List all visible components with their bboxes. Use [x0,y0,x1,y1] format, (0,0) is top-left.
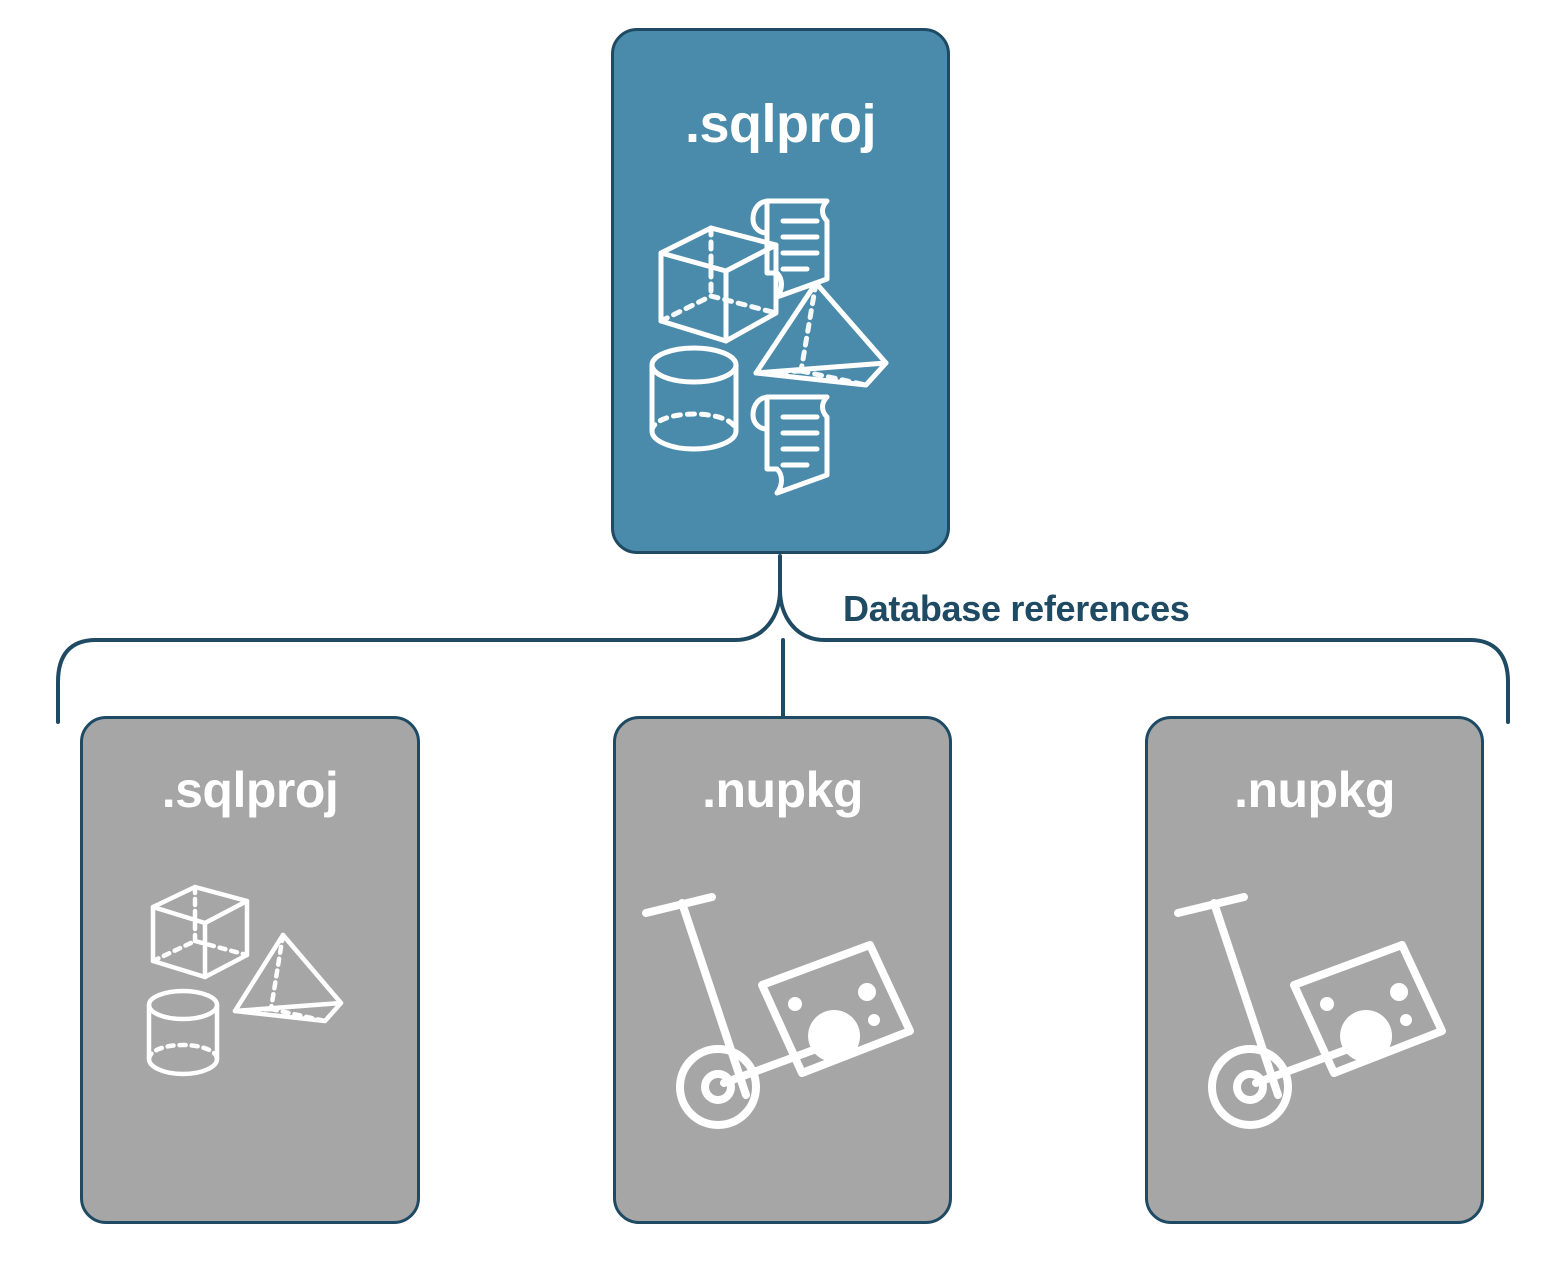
node-artwork-reference-2 [616,819,949,1221]
cube-icon [150,884,250,980]
node-artwork-root [614,155,947,551]
pyramid-icon [753,280,888,388]
node-artwork-reference-3 [1148,819,1481,1221]
node-reference-nupkg-2[interactable]: .nupkg [1145,716,1484,1224]
node-sqlproj-root[interactable]: .sqlproj [611,28,950,554]
node-title: .nupkg [702,762,863,818]
scroll-icon-top [750,198,829,300]
hand-truck-package-icon [641,893,914,1129]
scroll-icon-bottom [750,394,829,496]
sqlproj-shapes-group-icon [649,198,888,496]
node-title: .sqlproj [161,762,339,818]
node-reference-nupkg-1[interactable]: .nupkg [613,716,952,1224]
node-title: .nupkg [1234,762,1395,818]
node-reference-sqlproj[interactable]: .sqlproj [80,716,420,1224]
node-title: .sqlproj [684,94,877,154]
sqlproj-shapes-group-icon [146,884,344,1077]
cylinder-icon [146,988,220,1077]
node-artwork-reference-1 [83,819,417,1221]
hand-truck-package-icon [1173,893,1446,1129]
cylinder-icon [649,345,738,452]
edge-label-database-references: Database references [843,588,1190,629]
pyramid-icon [232,932,344,1024]
cube-icon [658,225,778,344]
